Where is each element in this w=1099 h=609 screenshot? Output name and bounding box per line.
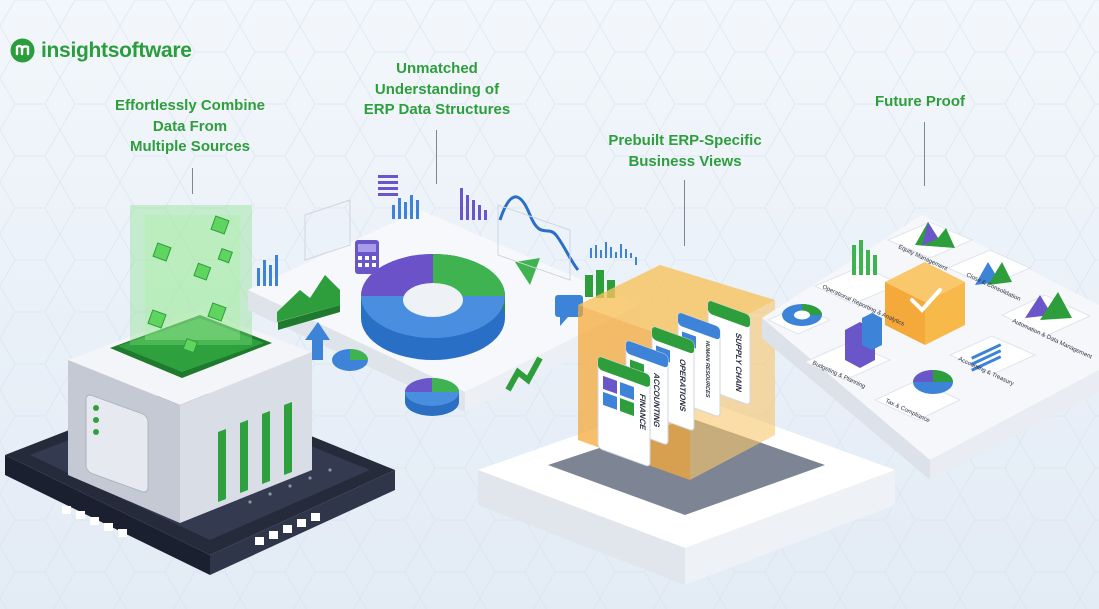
donut-chart-3d xyxy=(361,254,505,360)
leader-line xyxy=(436,130,437,184)
mini-charts xyxy=(257,175,637,416)
tab-label-accounting: ACCOUNTING xyxy=(652,371,661,428)
feature-heading-future-proof: Future Proof xyxy=(875,93,965,110)
feature-heading-business-views: Prebuilt ERP-Specific Business Views xyxy=(608,132,762,170)
leader-line xyxy=(924,122,925,186)
tab-label-human-resources: HUMAN RESOURCES xyxy=(704,339,710,398)
tab-label-operations: OPERATIONS xyxy=(678,357,687,413)
tab-label-supply-chain: SUPPLY CHAIN xyxy=(734,331,743,393)
data-beam-glow xyxy=(130,205,252,354)
business-view-cards: SUPPLY CHAIN HUMAN RESOURCES OPERATIONS … xyxy=(597,300,751,467)
insightsoftware-logo-icon xyxy=(10,38,35,63)
leader-line xyxy=(192,168,193,194)
leader-line xyxy=(684,180,685,246)
brand-logo[interactable]: insightsoftware xyxy=(10,38,192,63)
future-proof-tiles xyxy=(766,221,1092,421)
tab-label-finance: FINANCE xyxy=(638,393,647,432)
feature-heading-erp-structures: Unmatched Understanding of ERP Data Stru… xyxy=(363,60,511,118)
brand-name: insightsoftware xyxy=(41,38,192,62)
feature-heading-combine-sources: Effortlessly Combine Data From Multiple … xyxy=(114,97,266,155)
